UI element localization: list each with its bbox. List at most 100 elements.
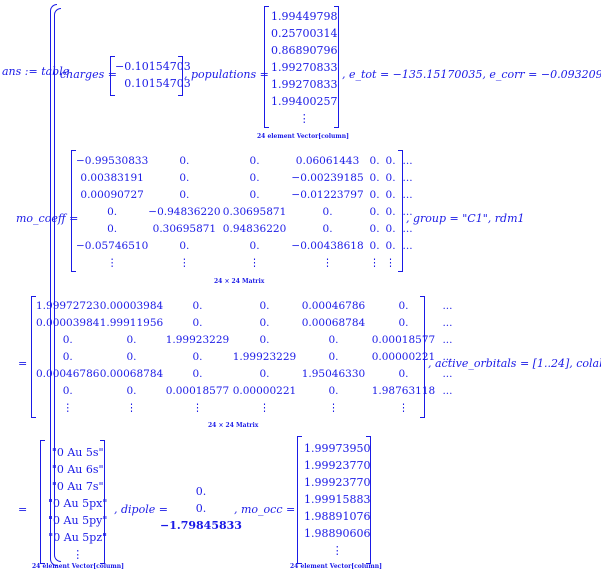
matrix-cell: ... [442,351,453,363]
matrix-cell: 0. [192,300,203,312]
mo-occ-close-bracket [366,436,371,564]
matrix-cell: 0. [385,189,396,201]
matrix-cell: 0.94836220 [222,223,287,235]
matrix-cell: ... [402,206,413,218]
matrix-cell: 0. [107,206,118,218]
mo-occ-value: 1.99915883 [304,493,371,506]
matrix-cell: −0.94836220 [148,206,221,218]
matrix-cell: 0.00003984 [36,317,100,329]
colabel-value: "0 Au 6s" [51,463,104,476]
colabels-open-bracket [40,440,45,564]
matrix-row: ⋮⋮⋮⋮⋮⋮ [36,400,457,417]
populations-close-bracket [334,6,339,128]
mo-occ-open-bracket [297,436,302,564]
colabel-value: "0 Au 7s" [51,480,104,493]
matrix-cell: 0.00046786 [301,300,366,312]
matrix-cell: 0. [369,240,380,252]
population-value: 1.99270833 [271,61,338,74]
matrix-cell: 0. [62,334,73,346]
mo-coeff-close-bracket [398,150,403,272]
matrix-cell: 0. [249,189,260,201]
mo-occ-label: , mo_occ = [234,503,296,516]
matrix-cell: 0. [398,300,409,312]
matrix-cell: 0. [179,172,190,184]
matrix-cell: −0.01223797 [291,189,364,201]
rdm1-equals: = [18,357,28,370]
rdm1-close-bracket [420,296,425,418]
populations-vector: 1.99449798 0.25700314 0.86890796 1.99270… [271,8,337,127]
matrix-cell: ... [402,155,413,167]
matrix-cell: 0. [179,155,190,167]
matrix-cell: 1.98763118 [371,385,436,397]
table-open-bracket-inner [54,8,61,562]
matrix-cell: ... [402,223,413,235]
mo-occ-value: 1.99973950 [304,442,371,455]
matrix-cell: 0.00000221 [371,351,436,363]
population-value: 0.25700314 [271,27,338,40]
matrix-cell: 1.99923229 [232,351,297,363]
matrix-cell: 0. [249,240,260,252]
dipole-label: , dipole = [114,503,168,516]
populations-open-bracket [264,6,269,128]
colabels-caption: 24 element Vector[column] [32,563,124,570]
mo-coeff-open-bracket [71,150,76,272]
matrix-cell: ⋮ [126,402,137,414]
colabels-vector: "0 Au 5s" "0 Au 6s" "0 Au 7s" "0 Au 5px"… [48,444,107,563]
matrix-cell: 0.00383191 [80,172,144,184]
population-value: 1.99400257 [271,95,338,108]
matrix-cell: 0. [179,189,190,201]
matrix-cell: 0. [259,368,270,380]
population-value: 1.99270833 [271,78,338,91]
colabel-value: "0 Au 5px" [48,497,108,510]
charges-close-bracket [178,56,183,96]
matrix-cell: 0. [192,368,203,380]
dipole-value: −1.79845833 [160,519,242,532]
mo-coeff-caption: 24 × 24 Matrix [214,278,265,285]
dipole-value: 0. [195,485,207,498]
matrix-cell: 1.99923229 [165,334,230,346]
matrix-cell: −0.00438618 [291,240,364,252]
matrix-cell: 0.30695871 [222,206,287,218]
matrix-cell: 0.00046786 [36,368,100,380]
matrix-cell: ... [402,172,413,184]
mo-occ-value: 1.99923770 [304,459,371,472]
matrix-cell: 1.99972723 [36,300,100,312]
matrix-cell: 1.99911956 [99,317,164,329]
charge-value: 0.10154703 [124,77,191,90]
populations-label: , populations = [184,68,269,81]
matrix-cell: 0. [369,172,380,184]
matrix-cell: ⋮ [328,402,339,414]
mo-occ-caption: 24 element Vector[column] [290,563,382,570]
matrix-cell: 0. [249,172,260,184]
matrix-cell: 0. [126,385,137,397]
matrix-cell: 0. [107,223,118,235]
matrix-cell: 0.00068784 [99,368,164,380]
matrix-cell: 0. [328,385,339,397]
matrix-cell: 0. [179,240,190,252]
charges-open-bracket [110,56,115,96]
matrix-cell: −0.00239185 [291,172,364,184]
population-value: 0.86890796 [271,44,338,57]
rdm1-open-bracket [31,296,36,418]
matrix-cell: ... [442,368,453,380]
matrix-cell: ⋮ [192,402,203,414]
matrix-cell: 0.30695871 [152,223,217,235]
matrix-cell: 0. [322,206,333,218]
matrix-cell: 0. [369,155,380,167]
matrix-cell: 0. [126,351,137,363]
matrix-cell: ... [442,300,453,312]
mo-occ-value: 1.98890606 [304,527,371,540]
matrix-cell: ... [402,240,413,252]
etot-text: , e_tot = −135.15170035, e_corr = −0.093… [342,68,601,81]
mo-occ-value: 1.99923770 [304,476,371,489]
group-text: , group = "C1", rdm1 [406,212,525,225]
matrix-cell: 0.00018577 [165,385,230,397]
population-more: ⋮ [298,112,310,125]
mo-occ-more: ⋮ [331,544,343,557]
